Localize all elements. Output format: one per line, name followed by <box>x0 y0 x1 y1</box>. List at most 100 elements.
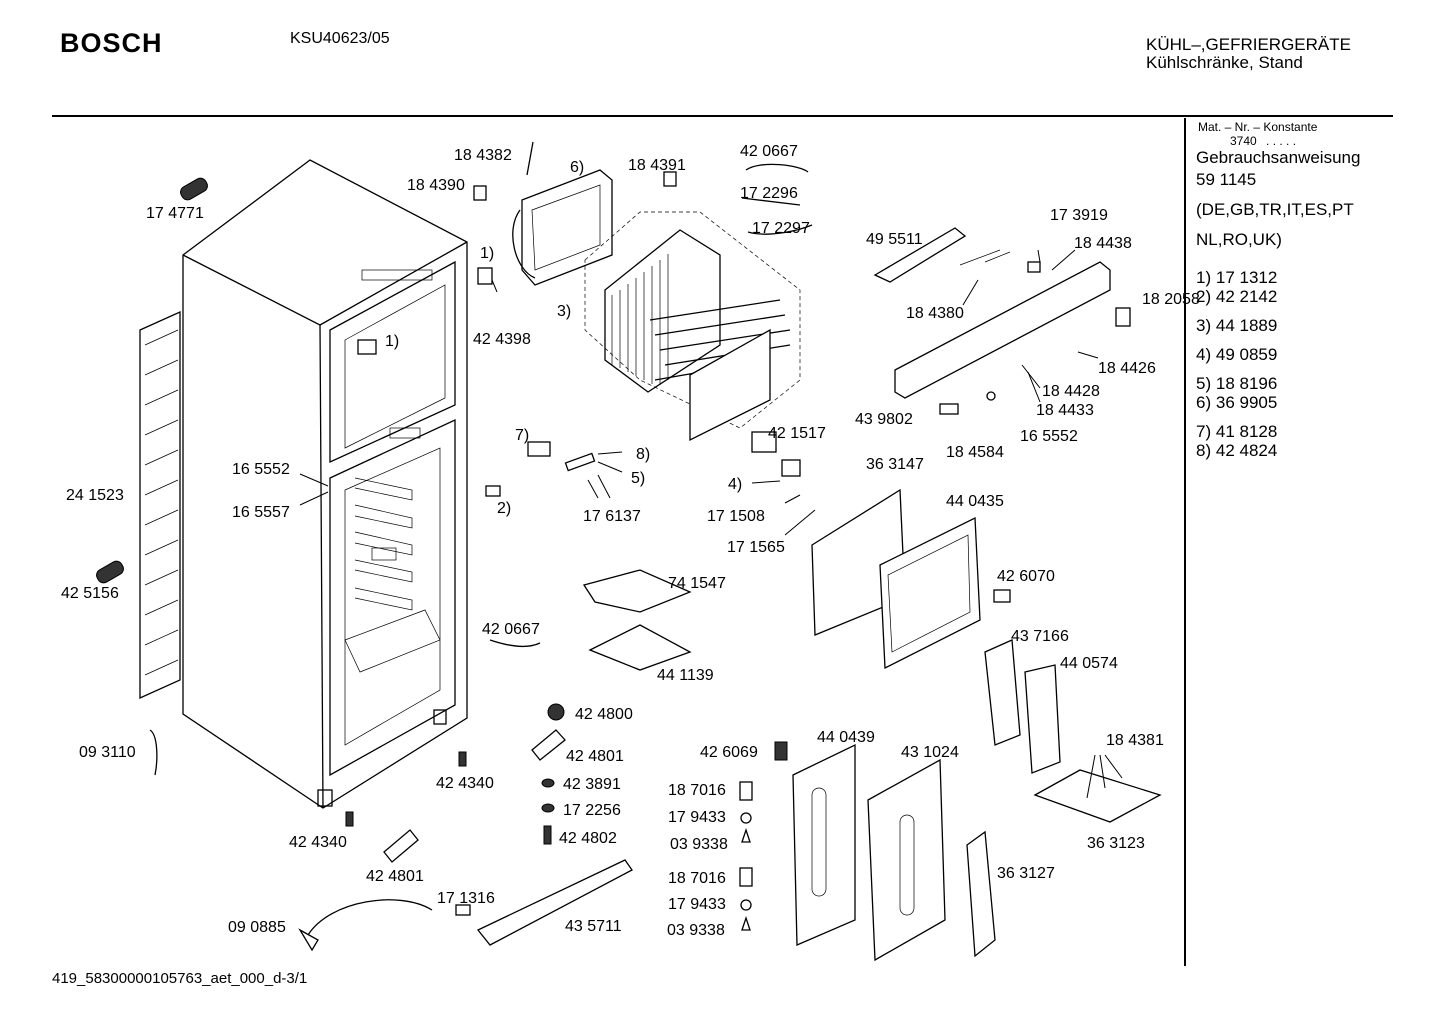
condenser-coil <box>139 310 181 700</box>
part-label: 18 7016 <box>668 870 726 887</box>
part-label: 43 5711 <box>565 918 622 935</box>
part-label: 42 3891 <box>563 776 621 793</box>
part-label: 03 9338 <box>670 836 728 853</box>
part-label: 2) <box>497 500 511 517</box>
part-label: 49 5511 <box>866 231 923 248</box>
part-label: 18 4382 <box>454 147 512 164</box>
part-label: 17 4771 <box>146 205 204 222</box>
part-label: 17 2297 <box>752 220 810 237</box>
part-label: 42 0667 <box>482 621 540 638</box>
part-label: 18 4391 <box>628 157 686 174</box>
part-label: 42 4398 <box>473 331 531 348</box>
ref-list: 1) 17 1312 2) 42 2142 3) 44 1889 4) 49 0… <box>1196 268 1430 460</box>
part-label: 7) <box>515 427 529 444</box>
part-label: 17 1316 <box>437 890 495 907</box>
part-label: 36 3147 <box>866 456 924 473</box>
part-label: 1) <box>480 245 494 262</box>
part-label: 42 4801 <box>366 868 424 885</box>
part-label: 44 1139 <box>657 667 714 684</box>
category-title: KÜHL–,GEFRIERGERÄTE <box>1146 35 1351 54</box>
mat-number-header: Mat. – Nr. – Konstante <box>1198 120 1318 134</box>
part-label: 17 2296 <box>740 185 798 202</box>
part-label: 42 5156 <box>61 585 119 602</box>
part-label: 44 0439 <box>817 729 875 746</box>
ref-item: 3) 44 1889 <box>1196 316 1278 335</box>
constant-dots: . . . . . <box>1266 134 1297 148</box>
part-label: 42 4340 <box>436 775 494 792</box>
part-labels: 18 4382 18 4390 6) 18 4391 42 0667 17 22… <box>61 143 1200 939</box>
constant-value: 3740 <box>1230 134 1257 148</box>
part-label: 18 4438 <box>1074 235 1132 252</box>
part-label: 36 3123 <box>1087 835 1145 852</box>
part-label: 17 9433 <box>668 809 726 826</box>
manual-languages-cont: NL,RO,UK) <box>1196 230 1282 249</box>
part-label: 18 4584 <box>946 444 1004 461</box>
evaporator-assembly <box>584 211 801 442</box>
part-label: 42 4800 <box>575 706 633 723</box>
part-label: 18 4390 <box>407 177 465 194</box>
evaporator-tray <box>512 141 613 286</box>
part-label: 09 0885 <box>228 919 286 936</box>
part-label: 4) <box>728 476 742 493</box>
ref-item: 8) 42 4824 <box>1196 441 1278 460</box>
part-label: 42 4801 <box>566 748 624 765</box>
manual-languages: (DE,GB,TR,IT,ES,PT <box>1196 200 1354 219</box>
refrigerator-cabinet <box>182 159 468 809</box>
ref-item: 5) 18 8196 <box>1196 374 1278 393</box>
part-label: 36 3127 <box>997 865 1055 882</box>
part-label: 44 0435 <box>946 493 1004 510</box>
part-label: 24 1523 <box>66 487 124 504</box>
model-number: KSU40623/05 <box>290 30 390 47</box>
part-label: 5) <box>631 470 645 487</box>
part-label: 6) <box>570 159 584 176</box>
part-label: 17 2256 <box>563 802 621 819</box>
part-label: 17 6137 <box>583 508 641 525</box>
part-label: 42 6070 <box>997 568 1055 585</box>
part-label: 18 4428 <box>1042 383 1100 400</box>
part-label: 17 3919 <box>1050 207 1108 224</box>
part-label: 74 1547 <box>668 575 726 592</box>
ref-item: 6) 36 9905 <box>1196 393 1278 412</box>
part-label: 16 5557 <box>232 504 290 521</box>
part-label: 1) <box>385 333 399 350</box>
part-label: 44 0574 <box>1060 655 1118 672</box>
part-label: 09 3110 <box>79 744 136 761</box>
leader-lines <box>299 249 1123 799</box>
constant-row: 3740 . . . . . <box>1230 134 1430 148</box>
door-components <box>476 488 1162 962</box>
part-label: 18 4380 <box>906 305 964 322</box>
ref-item: 1) 17 1312 <box>1196 268 1278 287</box>
ref-item: 4) 49 0859 <box>1196 345 1278 364</box>
part-label: 16 5552 <box>1020 428 1078 445</box>
part-label: 17 1565 <box>727 539 785 556</box>
part-label: 17 1508 <box>707 508 765 525</box>
part-label: 42 1517 <box>768 425 826 442</box>
part-label: 18 4433 <box>1036 402 1094 419</box>
part-label: 3) <box>557 303 571 320</box>
part-label: 18 2058 <box>1142 291 1200 308</box>
part-label: 42 0667 <box>740 143 798 160</box>
manual-number: 59 1145 <box>1196 170 1257 189</box>
ref-item: 7) 41 8128 <box>1196 422 1278 441</box>
brand-logo: BOSCH <box>60 28 163 58</box>
part-label: 17 9433 <box>668 896 726 913</box>
part-label: 16 5552 <box>232 461 290 478</box>
part-label: 18 7016 <box>668 782 726 799</box>
small-parts <box>96 163 1131 952</box>
part-label: 43 9802 <box>855 411 913 428</box>
manual-title: Gebrauchsanweisung <box>1196 148 1361 167</box>
category-subtitle: Kühlschränke, Stand <box>1146 53 1303 72</box>
control-panel <box>873 227 1111 399</box>
part-label: 42 4340 <box>289 834 347 851</box>
sidebar-legend: Mat. – Nr. – Konstante 3740 . . . . . Ge… <box>1190 120 1430 460</box>
part-label: 43 1024 <box>901 744 959 761</box>
part-label: 18 4381 <box>1106 732 1164 749</box>
part-label: 42 6069 <box>700 744 758 761</box>
part-label: 43 7166 <box>1011 628 1069 645</box>
document-id: 419_58300000105763_aet_000_d-3/1 <box>52 970 308 987</box>
ref-item: 2) 42 2142 <box>1196 287 1278 306</box>
part-label: 18 4426 <box>1098 360 1156 377</box>
part-label: 8) <box>636 446 650 463</box>
part-label: 03 9338 <box>667 922 725 939</box>
